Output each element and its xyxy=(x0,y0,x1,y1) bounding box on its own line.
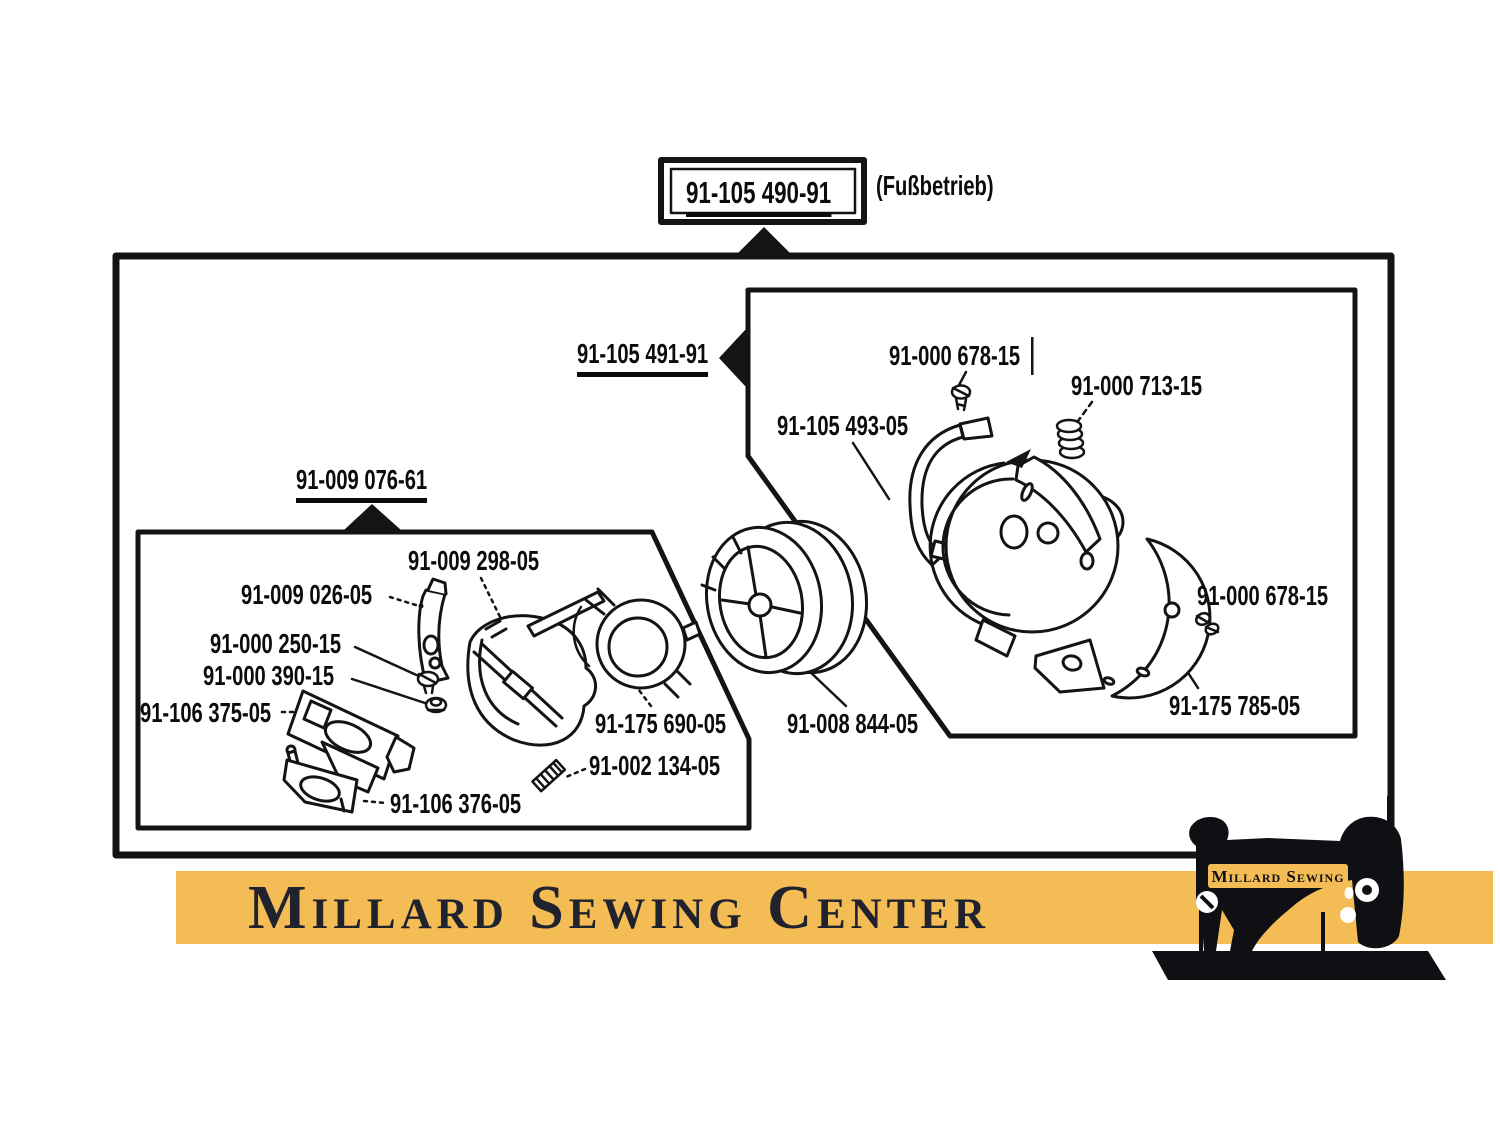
pressure-spring-label: 91-000 713-15 xyxy=(1071,370,1203,401)
screw-right-label: 91-000 678-15 xyxy=(1197,580,1329,611)
screw-small-label: 91-000 250-15 xyxy=(210,628,342,659)
pointer-triangles xyxy=(344,227,1034,530)
pressure-spring-drawing xyxy=(1055,418,1086,460)
latch-cover-label: 91-106 376-05 xyxy=(390,788,522,819)
nut-drawing xyxy=(424,696,448,714)
screw-top-label: 91-000 678-15 xyxy=(889,340,1021,371)
footer-banner-text: Millard Sewing Center xyxy=(248,873,991,942)
hook-gib-drawing xyxy=(1033,537,1212,700)
leader-lines xyxy=(280,370,1209,805)
assembly-number-label: 91-105 490-91 xyxy=(686,177,832,217)
stud-screw-label: 91-002 134-05 xyxy=(589,750,721,781)
position-bracket-drawing xyxy=(572,587,702,699)
hook-gib-label: 91-175 785-05 xyxy=(1169,690,1301,721)
logo-plate-text: Millard Sewing xyxy=(1211,867,1345,886)
screw-right-drawing xyxy=(1194,611,1220,636)
nut-label: 91-000 390-15 xyxy=(203,660,335,691)
screw-small-drawing xyxy=(416,670,440,695)
assembly-variant-label: (Fußbetrieb) xyxy=(876,170,994,201)
stud-screw-drawing xyxy=(531,758,567,793)
scan-artifact-line xyxy=(1031,337,1034,375)
right-subassembly-label: 91-105 491-91 xyxy=(577,340,709,377)
retaining-spring-label: 91-105 493-05 xyxy=(777,410,909,441)
bobbin-case-drawing xyxy=(466,590,606,747)
latch-plate-label: 91-106 375-05 xyxy=(140,697,272,728)
race-body-drawing xyxy=(700,519,869,676)
left-subassembly-label: 91-009 076-61 xyxy=(296,466,428,503)
position-finger-label: 91-009 026-05 xyxy=(241,579,373,610)
retaining-spring-drawing xyxy=(908,416,994,567)
race-body-label: 91-008 844-05 xyxy=(787,708,919,739)
position-finger-drawing xyxy=(417,577,450,685)
latch-cover-drawing xyxy=(282,744,359,814)
outer-frame xyxy=(112,252,1395,859)
latch-plate-drawing xyxy=(286,689,416,794)
hook-base-body-drawing xyxy=(928,449,1125,658)
machine-base xyxy=(1152,951,1446,980)
position-bracket-label: 91-175 690-05 xyxy=(595,708,727,739)
right-subassembly-box xyxy=(745,287,1358,739)
screw-top-drawing xyxy=(950,384,972,412)
needle-guard-label: 91-009 298-05 xyxy=(408,545,540,576)
